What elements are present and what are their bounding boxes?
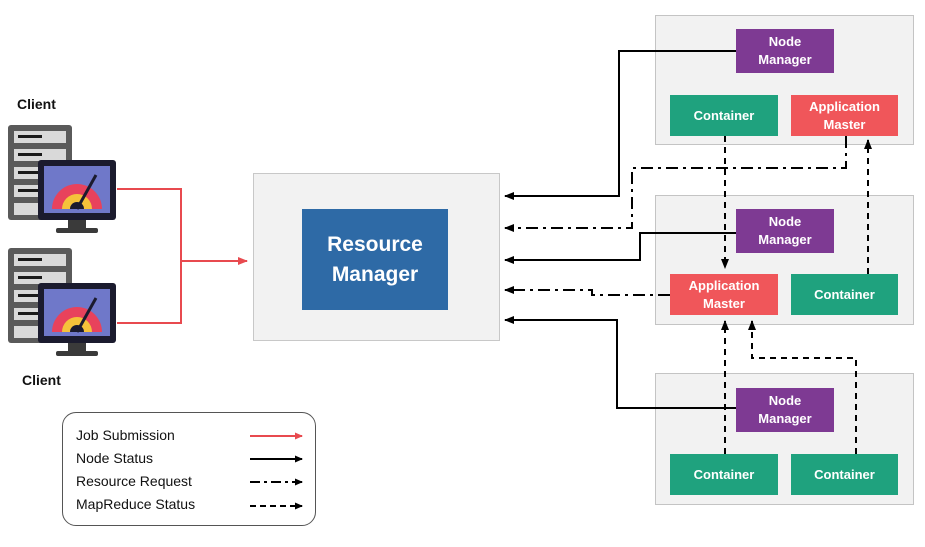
node-manager-1-line1: Node: [768, 34, 802, 49]
node-manager-3-line2: Manager: [758, 411, 812, 426]
legend-label-resource-request: Resource Request: [76, 473, 192, 489]
node-manager-2-line1: Node: [768, 214, 802, 229]
resource-request-lines: [504, 136, 847, 296]
node-manager-2-line2: Manager: [758, 232, 812, 247]
container-2b: Container: [791, 274, 898, 315]
resource-manager-line1: Resource: [327, 232, 423, 256]
client-label-1: Client: [17, 96, 56, 112]
container-1a-label: Container: [693, 107, 755, 123]
application-master-1-line1: Application: [809, 98, 880, 114]
legend-label-mapreduce-status: MapReduce Status: [76, 496, 196, 512]
container-3a: Container: [670, 454, 778, 495]
application-master-2-line1: Application: [688, 277, 760, 293]
application-master-1-line2: Master: [823, 116, 866, 132]
legend-label-node-status: Node Status: [76, 450, 154, 466]
client-label-2: Client: [22, 372, 61, 388]
mapreduce-status-lines: [721, 136, 872, 454]
legend-swatches: [250, 432, 303, 510]
server-monitor-icon: [8, 125, 116, 233]
server-monitor-icon: [8, 248, 116, 356]
application-master-2-line2: Master: [703, 295, 745, 311]
container-3b-label: Container: [814, 466, 875, 482]
node-manager-1-line2: Manager: [758, 52, 812, 67]
container-3b: Container: [791, 454, 898, 495]
resource-manager-line2: Manager: [331, 262, 419, 286]
job-submission-lines: [117, 188, 248, 324]
node-status-lines: [504, 50, 736, 409]
node-manager-3-line1: Node: [768, 393, 802, 408]
container-2b-label: Container: [814, 286, 875, 302]
container-1a: Container: [670, 95, 778, 136]
container-3a-label: Container: [693, 466, 755, 482]
resource-manager-box: Resource Manager: [302, 209, 448, 310]
legend-label-job-submission: Job Submission: [76, 427, 175, 443]
legend: Job Submission Node Status Resource Requ…: [62, 412, 316, 526]
